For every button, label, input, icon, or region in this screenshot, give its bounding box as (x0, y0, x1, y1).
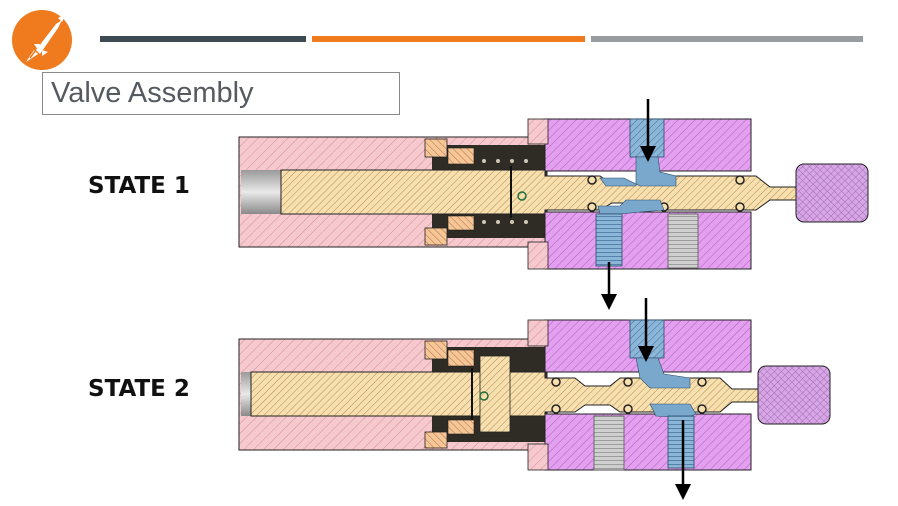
pin-hole (517, 191, 527, 201)
block-flange (527, 443, 549, 471)
sleeve (447, 349, 475, 367)
sleeve (447, 215, 475, 231)
collar (424, 431, 448, 449)
flow-channel (599, 156, 677, 187)
adjust-knob (795, 163, 869, 223)
flow-channel (635, 357, 691, 389)
collar (424, 227, 448, 246)
header (12, 10, 863, 70)
valve-block (544, 413, 752, 471)
block-flange (527, 319, 549, 347)
flow-arrow-in (640, 99, 656, 162)
collar (424, 340, 448, 360)
flow-arrow-in (638, 298, 654, 362)
rocket-icon (12, 10, 72, 70)
valve-cross-section-state-2 (238, 298, 831, 500)
block-flange (527, 241, 549, 270)
state-1-label: STATE 1 (88, 173, 190, 199)
outlet-port (667, 415, 695, 469)
state-2-label: STATE 2 (88, 376, 190, 402)
bore (241, 372, 251, 416)
header-bar-slate (100, 36, 306, 42)
pin-hole (479, 391, 489, 401)
flow-arrow-out (675, 420, 691, 500)
plug (667, 213, 699, 269)
piston-head (479, 355, 511, 433)
valve-block (544, 211, 752, 270)
o-rings (551, 377, 707, 414)
sleeve (447, 147, 475, 165)
block-flange (527, 118, 549, 145)
flow-arrow-out (601, 262, 617, 310)
header-bar-grey (591, 36, 863, 42)
header-bar-orange (312, 36, 585, 42)
valve-cross-section-state-1 (238, 99, 869, 310)
plug (593, 415, 625, 471)
outlet-port (595, 213, 623, 267)
bore (241, 170, 281, 214)
collar (424, 138, 448, 158)
page-title: Valve Assembly (42, 72, 400, 115)
adjust-knob (757, 365, 831, 425)
sleeve (447, 419, 475, 435)
spool (280, 169, 797, 215)
